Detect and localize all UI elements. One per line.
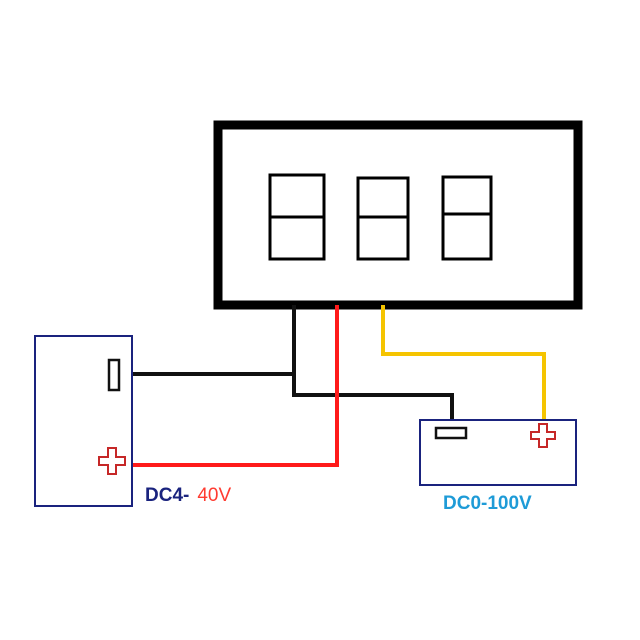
display-frame (213, 120, 583, 310)
power-label-range: 40V (197, 485, 231, 506)
power-label: DC4- 40V (145, 485, 231, 506)
signal-wire (381, 305, 546, 428)
voltmeter-display (213, 120, 583, 310)
power-supply (34, 335, 133, 507)
plus-terminal-icon (98, 447, 126, 475)
ground-wire (292, 305, 454, 428)
measured-source (419, 419, 577, 486)
plus-terminal-icon (530, 423, 556, 448)
power-wire (130, 305, 339, 467)
digit-2 (356, 176, 410, 261)
minus-terminal-icon (107, 358, 121, 392)
measured-label: DC0-100V (443, 493, 532, 514)
power-label-prefix: DC4- (145, 485, 189, 506)
minus-terminal-icon (434, 426, 468, 440)
digit-1 (268, 173, 326, 261)
digit-3 (441, 175, 493, 261)
